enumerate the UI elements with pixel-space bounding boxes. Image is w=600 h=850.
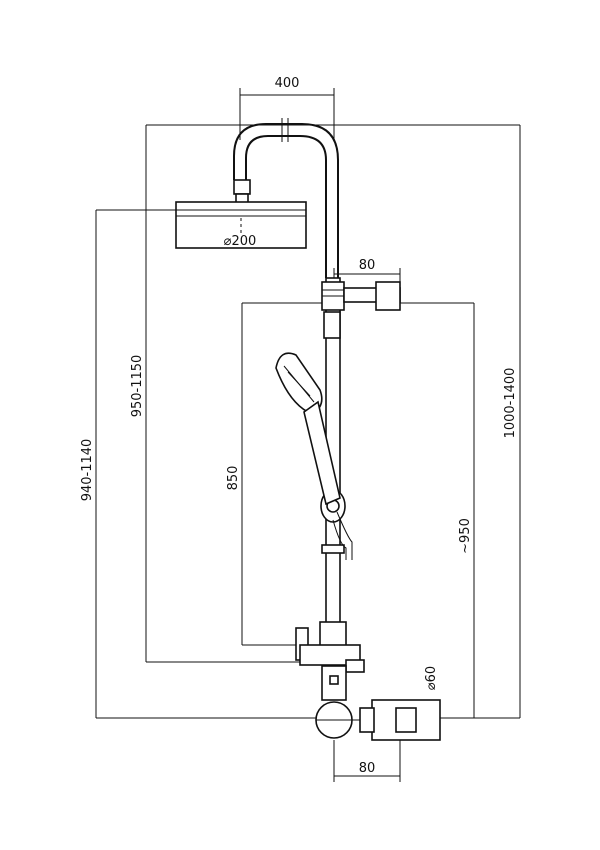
- dim-valve-diameter: ⌀60: [424, 666, 439, 690]
- riser-pipe: [320, 277, 401, 624]
- dimension-labels: 400 ⌀200 80 1000-1400 950-1150 940-1140 …: [80, 76, 518, 776]
- rain-shower-head: [175, 201, 307, 249]
- dim-top-width: 400: [275, 76, 300, 91]
- dim-slide-height: 850: [226, 466, 241, 491]
- dim-approx-height: ~950: [458, 518, 473, 554]
- dim-valve-width: 80: [359, 761, 376, 776]
- dim-bar-height-range: 940-1140: [80, 439, 95, 502]
- shower-arm: [233, 118, 339, 278]
- dim-head-height-range: 950-1150: [130, 355, 145, 418]
- dim-overall-height: 1000-1400: [503, 368, 518, 439]
- thermostatic-mixer: [295, 621, 441, 741]
- dim-arm-length: 80: [359, 258, 376, 273]
- hand-shower: [275, 352, 353, 560]
- dim-head-diameter: ⌀200: [224, 234, 257, 249]
- dimension-lines: [95, 88, 521, 782]
